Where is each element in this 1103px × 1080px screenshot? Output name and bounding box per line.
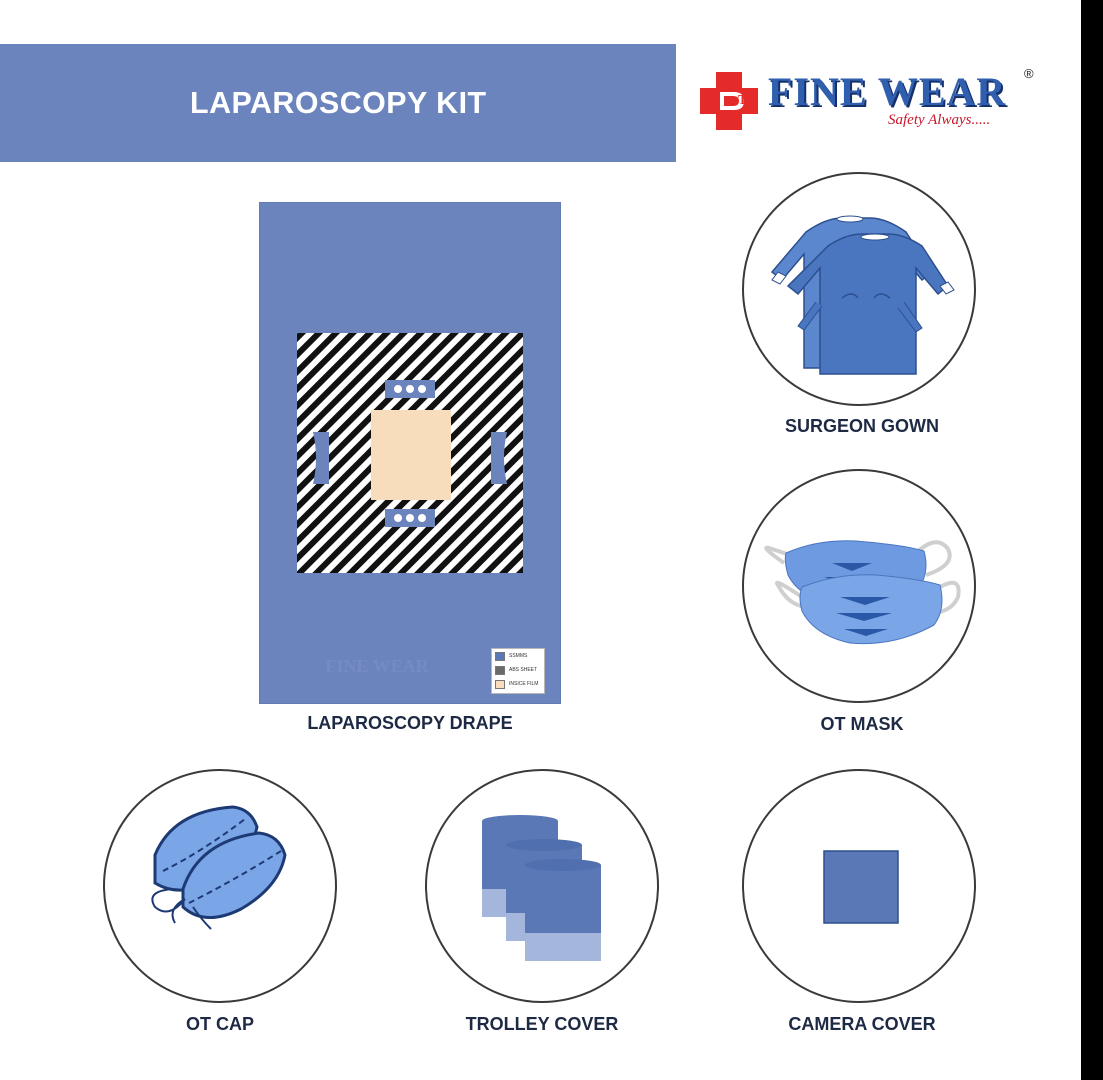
registered-mark: ® [1024, 66, 1034, 81]
legend-item: ABS SHEET [492, 663, 544, 677]
legend-label: ABS SHEET [509, 667, 538, 673]
legend-item: INSICE FILM [492, 677, 544, 691]
trolley-cover-circle [425, 769, 659, 1003]
surgeon-gown-icon [770, 215, 955, 375]
title-banner: LAPAROSCOPY KIT [0, 44, 676, 162]
brand-tagline: Safety Always..... [888, 112, 991, 128]
laparoscopy-drape-illustration: FINE WEAR SSMMS ABS SHEET INSICE FILM [258, 201, 562, 705]
right-edge-bar [1081, 0, 1103, 1080]
legend-label: INSICE FILM [509, 681, 539, 687]
ot-cap-circle [103, 769, 337, 1003]
drape-icon: FINE WEAR [258, 201, 562, 705]
laparoscopy-drape-caption: LAPAROSCOPY DRAPE [307, 713, 513, 733]
brand-wordmark: FINE WEAR [768, 69, 1007, 114]
face-mask-icon [764, 540, 961, 645]
camera-cover-icon [823, 850, 899, 924]
drape-legend: SSMMS ABS SHEET INSICE FILM [491, 648, 545, 694]
ot-mask-caption: OT MASK [820, 714, 904, 734]
legend-swatch [495, 679, 505, 689]
legend-label: SSMMS [509, 653, 528, 659]
brand-logo: T FINE WEAR ® Safety Always..... [694, 66, 1044, 136]
camera-cover-circle [742, 769, 976, 1003]
svg-text:T: T [738, 93, 748, 108]
medical-cross-icon: T [700, 72, 758, 130]
ot-mask-circle [742, 469, 976, 703]
legend-swatch [495, 651, 505, 661]
legend-swatch [495, 665, 505, 675]
trolley-cover-icon [482, 815, 601, 961]
ot-cap-caption: OT CAP [185, 1014, 254, 1034]
legend-item: SSMMS [492, 649, 544, 663]
camera-cover-caption: CAMERA COVER [788, 1014, 936, 1034]
surgeon-gown-caption: SURGEON GOWN [784, 416, 939, 436]
page-title: LAPAROSCOPY KIT [189, 85, 487, 120]
drape-watermark: FINE WEAR [325, 656, 429, 676]
surgeon-gown-circle [742, 172, 976, 406]
trolley-cover-caption: TROLLEY COVER [465, 1014, 619, 1034]
surgical-cap-icon [151, 805, 287, 930]
